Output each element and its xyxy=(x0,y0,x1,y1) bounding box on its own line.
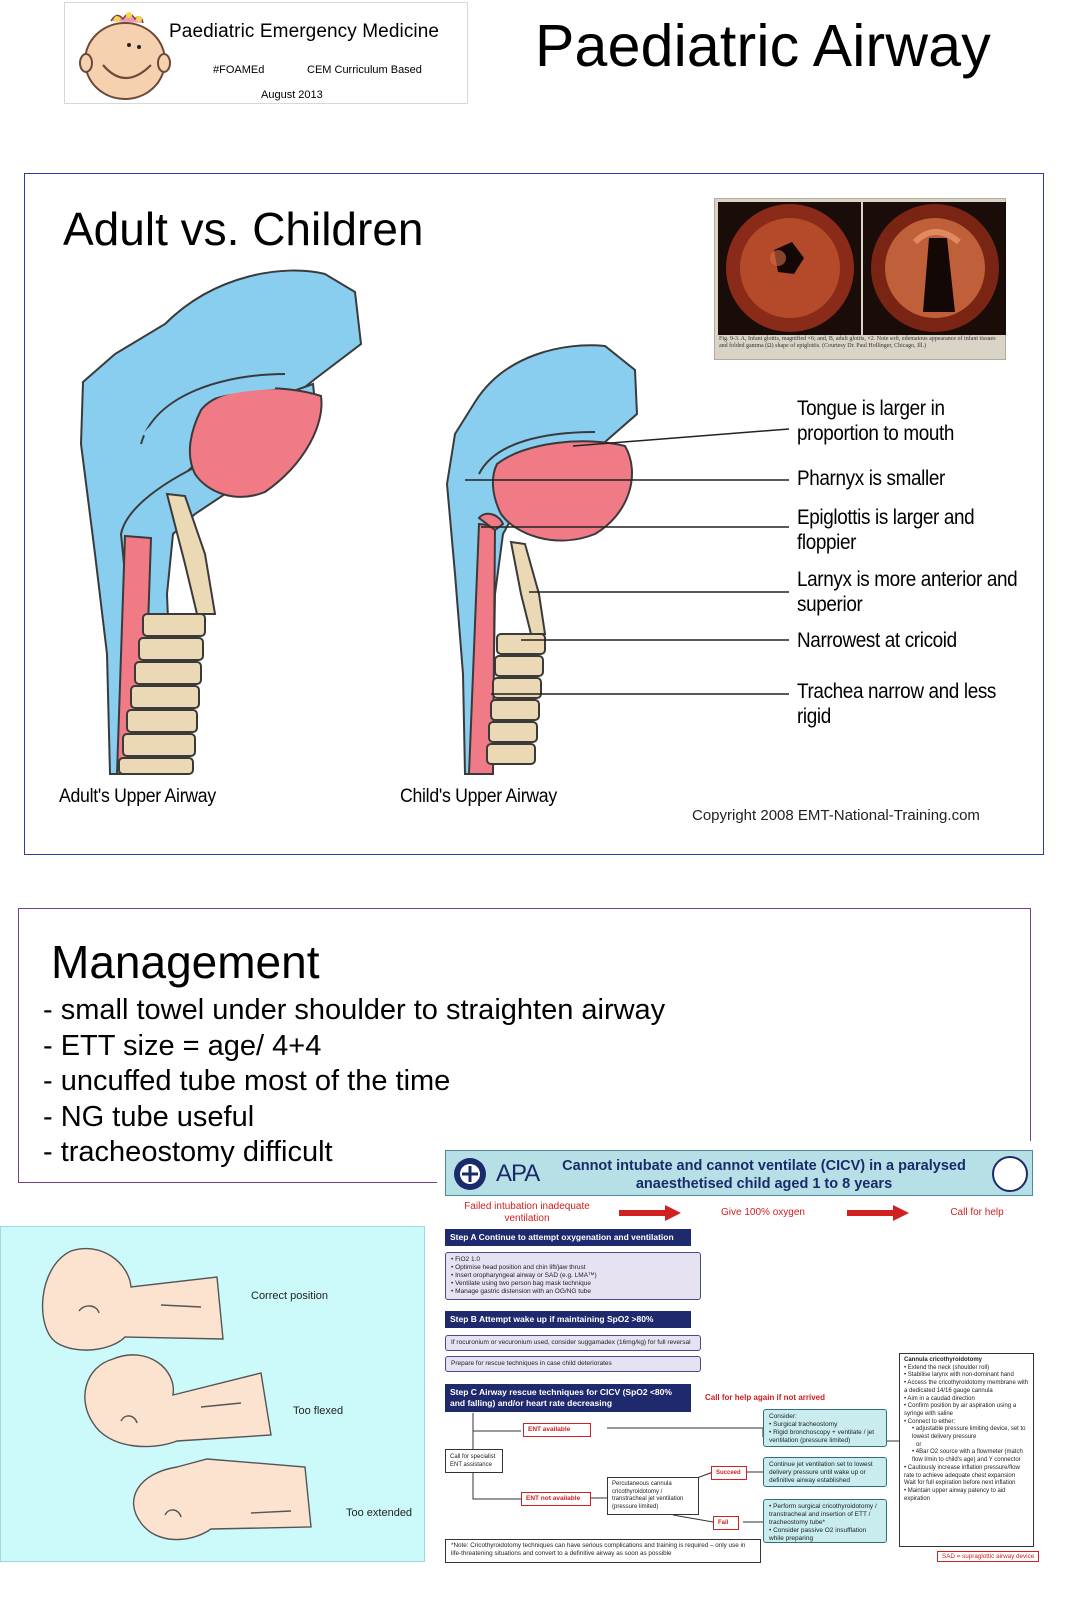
position-label-flexed: Too flexed xyxy=(293,1405,344,1417)
adult-glottis-photo xyxy=(863,202,1006,335)
feature-label-larynx: Larnyx is more anterior and superior xyxy=(797,568,1018,616)
child-airway-drawing xyxy=(445,344,639,775)
list-item: • Connect to either: xyxy=(904,1418,956,1425)
list-item: • adjustable pressure limiting device, s… xyxy=(912,1426,1026,1441)
arrow-right-icon xyxy=(847,1205,909,1221)
list-item: • Insert oropharyngeal airway or SAD (e.… xyxy=(451,1272,597,1279)
comparison-title: Adult vs. Children xyxy=(63,203,424,255)
page-title: Paediatric Airway xyxy=(535,13,991,79)
list-item: • Consider passive O2 insufflation while… xyxy=(769,1527,867,1542)
infant-positioning-panel: Correct position Too flexed Too extended xyxy=(0,1226,425,1562)
feature-label-trachea: Trachea narrow and less rigid xyxy=(797,680,997,728)
apa-header: APA Cannot intubate and cannot ventilate… xyxy=(445,1150,1033,1196)
succeed-label: Succeed xyxy=(711,1466,747,1480)
child-airway-label: Child's Upper Airway xyxy=(400,786,557,807)
logo-tag: #FOAMEd xyxy=(213,64,265,76)
step-c-header: Step C Airway rescue techniques for CICV… xyxy=(445,1384,691,1412)
adult-airway-drawing xyxy=(79,269,363,775)
adult-vs-children-panel: Adult vs. Children Fig. 9-3. A, Infant g… xyxy=(24,173,1044,855)
apa-title: Cannot intubate and cannot ventilate (CI… xyxy=(562,1158,966,1192)
list-item: • Ventilate using two person bag mask te… xyxy=(451,1280,591,1287)
footnote: *Note: Cricothyroidotomy techniques can … xyxy=(445,1539,761,1563)
step-b-box-prepare: Prepare for rescue techniques in case ch… xyxy=(445,1356,701,1372)
management-list: - small towel under shoulder to straight… xyxy=(43,993,665,1171)
apa-cicv-algorithm: APA Cannot intubate and cannot ventilate… xyxy=(437,1141,1042,1568)
flow-failed-intubation: Failed intubation inadequate ventilation xyxy=(464,1201,590,1224)
ent-available-label: ENT available xyxy=(523,1423,591,1437)
list-item: - uncuffed tube most of the time xyxy=(43,1065,451,1097)
surgical-box: • Perform surgical cricothyroidotomy / t… xyxy=(763,1499,887,1543)
glottis-photo-panel: Fig. 9-3. A, Infant glottis, magnified ×… xyxy=(714,198,1006,360)
apa-logo: APA xyxy=(452,1156,540,1192)
list-item: • 4Bar O2 source with a flowmeter (match… xyxy=(912,1449,1023,1464)
call-specialist-box: Call for specialist ENT assistance xyxy=(445,1449,503,1473)
list-item: - NG tube useful xyxy=(43,1100,255,1133)
list-item: - small towel under shoulder to straight… xyxy=(43,994,666,1026)
step-a-box: • FiO2 1.0 • Optimise head position and … xyxy=(445,1252,701,1300)
step-b-box-reversal: If rocuronium or vecuronium used, consid… xyxy=(445,1335,701,1351)
management-title: Management xyxy=(51,936,320,988)
list-item: • Optimise head position and chin lift/j… xyxy=(451,1264,586,1271)
copyright-text: Copyright 2008 EMT-National-Training.com xyxy=(692,807,980,824)
logo-title: Paediatric Emergency Medicine xyxy=(169,21,440,42)
arrow-right-icon xyxy=(619,1205,681,1221)
list-item: • Maintain upper airway patency to aid e… xyxy=(904,1487,1006,1502)
consider-title: Consider: xyxy=(769,1413,797,1420)
infant-positioning-illustration xyxy=(41,1247,312,1541)
list-item: Wait for full expiration before next inf… xyxy=(904,1480,1016,1487)
list-item: • Surgical tracheostomy xyxy=(769,1421,838,1428)
percutaneous-box: Percutaneous cannula cricothyroidotomy /… xyxy=(607,1477,699,1515)
logo-date: August 2013 xyxy=(261,89,323,101)
consider-box: Consider: • Surgical tracheostomy • Rigi… xyxy=(763,1409,887,1447)
list-item: - ETT size = age/ 4+4 xyxy=(43,1029,322,1062)
photo-caption: Fig. 9-3. A, Infant glottis, magnified ×… xyxy=(719,336,996,349)
list-item: • Extend the neck (shoulder roll) xyxy=(904,1364,990,1371)
list-item: • Stabilise larynx with non-dominant han… xyxy=(904,1372,1014,1379)
flow-call-help: Call for help xyxy=(950,1207,1004,1218)
flow-give-oxygen: Give 100% oxygen xyxy=(721,1207,805,1218)
management-panel: Management - small towel under shoulder … xyxy=(18,908,1031,1183)
continue-jet-box: Continue jet ventilation set to lowest d… xyxy=(763,1457,887,1487)
airway-anatomy-illustration xyxy=(79,269,790,775)
fail-label: Fail xyxy=(713,1516,739,1530)
list-item: • Cautiously increase inflation pressure… xyxy=(904,1464,1020,1479)
leader-lines xyxy=(465,428,790,695)
list-item: • FiO2 1.0 xyxy=(451,1256,481,1263)
baby-face-icon xyxy=(79,12,171,100)
list-item: • Access the cricothyroidotomy membrane … xyxy=(904,1380,1029,1394)
position-label-extended: Too extended xyxy=(346,1507,413,1519)
step-a-header: Step A Continue to attempt oxygenation a… xyxy=(445,1229,691,1246)
step-b-header: Step B Attempt wake up if maintaining Sp… xyxy=(445,1311,691,1328)
feature-label-cricoid: Narrowest at cricoid xyxy=(797,629,957,652)
list-item: • Confirm position by air aspiration usi… xyxy=(904,1403,1017,1417)
call-help-again: Call for help again if not arrived xyxy=(704,1393,826,1402)
list-item: • Perform surgical cricothyroidotomy / t… xyxy=(769,1503,877,1526)
cannula-title: Cannula cricothyroidotomy xyxy=(904,1357,983,1363)
sad-definition: SAD = supraglottic airway device xyxy=(937,1551,1040,1562)
list-item: - tracheostomy difficult xyxy=(43,1136,333,1168)
logo-curriculum: CEM Curriculum Based xyxy=(307,64,422,76)
ent-not-available-label: ENT not available xyxy=(521,1492,591,1506)
logo-box: Paediatric Emergency Medicine #FOAMEd CE… xyxy=(64,2,468,104)
list-item: • Aim in a caudad direction xyxy=(904,1395,975,1402)
feature-label-tongue: Tongue is larger in proportion to mouth xyxy=(797,397,955,445)
apa-seal-icon xyxy=(992,1156,1028,1192)
apa-logo-text: APA xyxy=(496,1160,540,1187)
feature-label-epiglottis: Epiglottis is larger and floppier xyxy=(797,506,975,554)
adult-airway-label: Adult's Upper Airway xyxy=(59,786,216,807)
list-item: or xyxy=(916,1441,922,1448)
feature-label-pharynx: Pharnyx is smaller xyxy=(797,467,945,490)
apa-emblem-icon xyxy=(454,1158,486,1190)
infant-glottis-photo xyxy=(718,202,861,335)
cannula-cricothyroidotomy-box: Cannula cricothyroidotomy • Extend the n… xyxy=(899,1353,1034,1547)
list-item: • Manage gastric distension with an OG/N… xyxy=(451,1288,591,1295)
position-label-correct: Correct position xyxy=(251,1290,329,1302)
list-item: • Rigid bronchoscopy + ventilate / jet v… xyxy=(769,1429,875,1444)
